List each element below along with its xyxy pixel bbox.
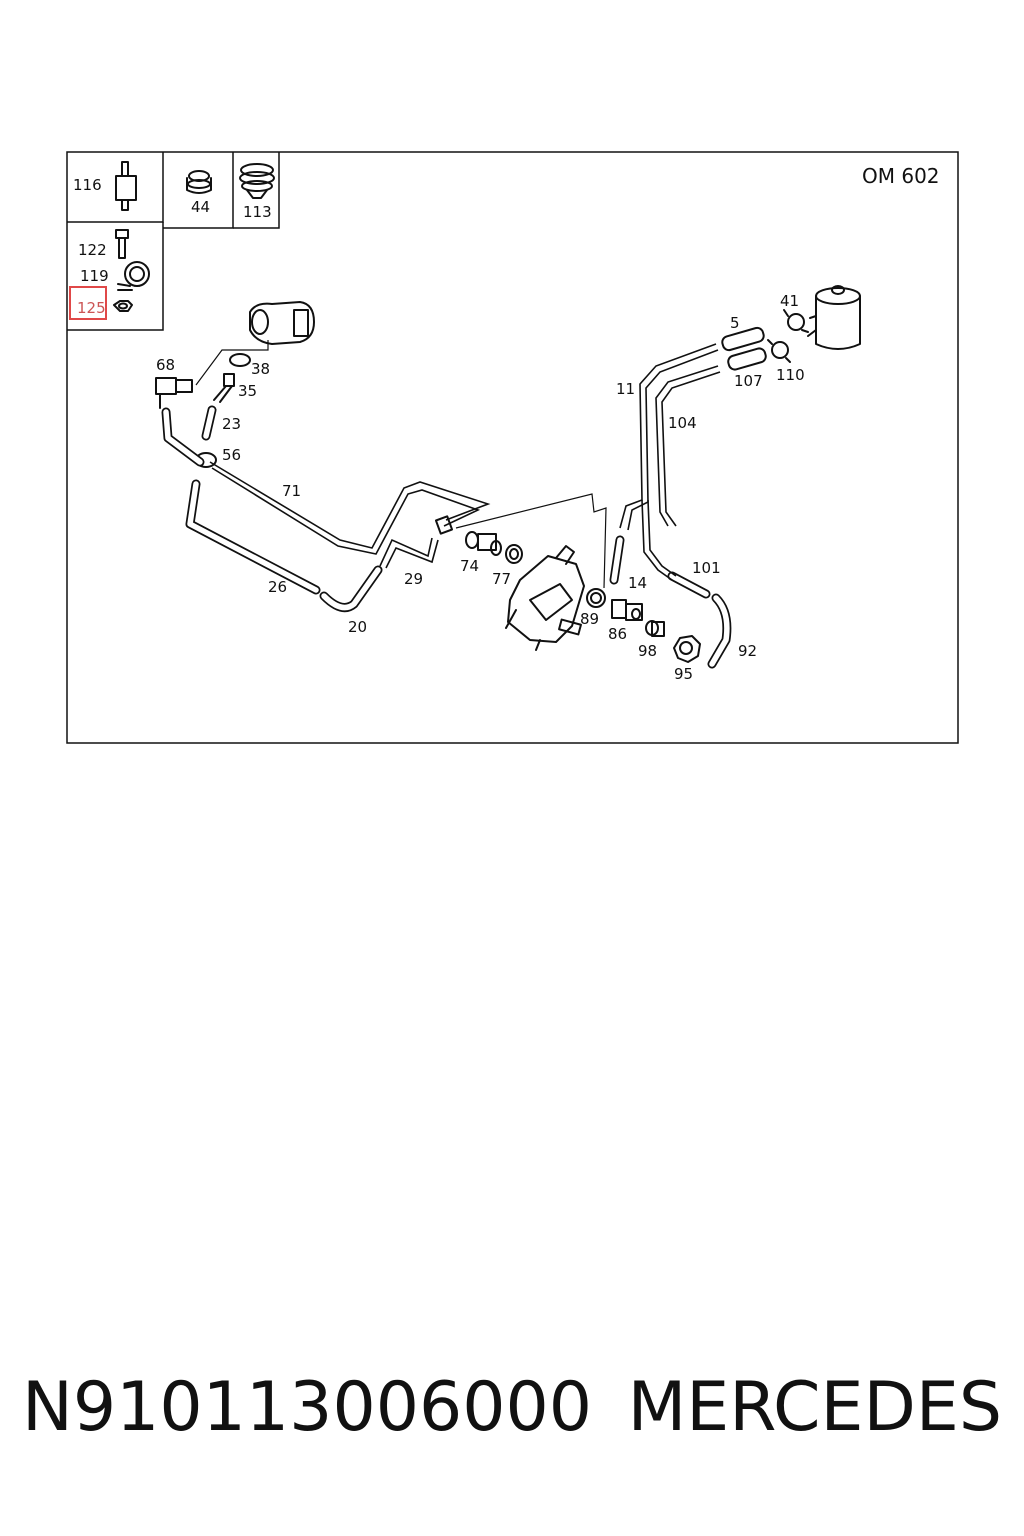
engine-code-label: OM 602 bbox=[862, 164, 940, 188]
highlight-box-125[interactable] bbox=[69, 286, 107, 320]
part-68-fitting-icon bbox=[155, 377, 193, 409]
part-98-cap-icon bbox=[645, 620, 665, 637]
callout-95: 95 bbox=[674, 665, 693, 683]
callout-89: 89 bbox=[580, 610, 599, 628]
callout-104: 104 bbox=[668, 414, 697, 432]
part-110-clamp-icon bbox=[767, 339, 791, 363]
part-107-hose bbox=[727, 347, 767, 371]
part-95-nut-icon bbox=[673, 635, 701, 663]
callout-56: 56 bbox=[222, 446, 241, 464]
callout-5: 5 bbox=[730, 314, 740, 332]
part-101-tube bbox=[667, 571, 711, 599]
part-44-grommet-icon bbox=[186, 170, 212, 194]
callout-125[interactable]: 125 bbox=[77, 299, 106, 317]
callout-119: 119 bbox=[80, 267, 109, 285]
callout-92: 92 bbox=[738, 642, 757, 660]
part-77-washer-icon bbox=[505, 544, 523, 564]
fuel-line-68 bbox=[161, 407, 205, 467]
diagram-frame bbox=[66, 151, 959, 744]
part-92-hose bbox=[707, 593, 732, 669]
callout-113: 113 bbox=[243, 203, 272, 221]
part-89-washer-icon bbox=[586, 588, 606, 608]
callout-35: 35 bbox=[238, 382, 257, 400]
callout-38: 38 bbox=[251, 360, 270, 378]
part-20-hose bbox=[319, 565, 383, 613]
part-26-hose bbox=[185, 479, 321, 595]
part-23-hose bbox=[201, 405, 217, 441]
callout-74: 74 bbox=[460, 557, 479, 575]
housing-icon bbox=[249, 301, 315, 345]
part-113-bellows-icon bbox=[239, 163, 275, 199]
part-86-fitting-icon bbox=[611, 599, 643, 621]
part-35-valve-icon bbox=[213, 373, 235, 403]
callout-98: 98 bbox=[638, 642, 657, 660]
injection-pump-icon bbox=[505, 545, 585, 651]
callout-11: 11 bbox=[616, 380, 635, 398]
callout-110: 110 bbox=[776, 366, 805, 384]
callout-71: 71 bbox=[282, 482, 301, 500]
callout-86: 86 bbox=[608, 625, 627, 643]
callout-122: 122 bbox=[78, 241, 107, 259]
footer: N910113006000 MERCEDES bbox=[0, 1368, 1024, 1478]
part-125-nut-icon bbox=[113, 300, 133, 312]
callout-20: 20 bbox=[348, 618, 367, 636]
part-119-clamp-icon bbox=[117, 261, 150, 291]
callout-77: 77 bbox=[492, 570, 511, 588]
callout-44: 44 bbox=[191, 198, 210, 216]
part-number: N910113006000 bbox=[22, 1368, 593, 1447]
callout-68: 68 bbox=[156, 356, 175, 374]
part-122-bolt-icon bbox=[115, 229, 129, 259]
part-14-hose bbox=[609, 535, 625, 585]
callout-101: 101 bbox=[692, 559, 721, 577]
callout-14: 14 bbox=[628, 574, 647, 592]
brand-name: MERCEDES bbox=[627, 1368, 1002, 1447]
leader-lines bbox=[455, 493, 607, 589]
part-74-fitting-icon bbox=[465, 531, 502, 556]
callout-41: 41 bbox=[780, 292, 799, 310]
callout-29: 29 bbox=[404, 570, 423, 588]
callout-23: 23 bbox=[222, 415, 241, 433]
part-38-washer-icon bbox=[229, 353, 251, 367]
callout-107: 107 bbox=[734, 372, 763, 390]
callout-116: 116 bbox=[73, 176, 102, 194]
callout-26: 26 bbox=[268, 578, 287, 596]
part-41-clamp-icon bbox=[783, 309, 809, 333]
part-11-pipe bbox=[619, 343, 719, 531]
part-116-stud-icon bbox=[115, 161, 137, 211]
fuel-filter-icon bbox=[807, 285, 861, 350]
inset-boxes bbox=[67, 152, 280, 331]
part-5-hose bbox=[721, 326, 765, 352]
part-29-pipe bbox=[379, 537, 439, 569]
part-104-pipe bbox=[641, 365, 721, 581]
part-71-pipe bbox=[209, 461, 491, 555]
